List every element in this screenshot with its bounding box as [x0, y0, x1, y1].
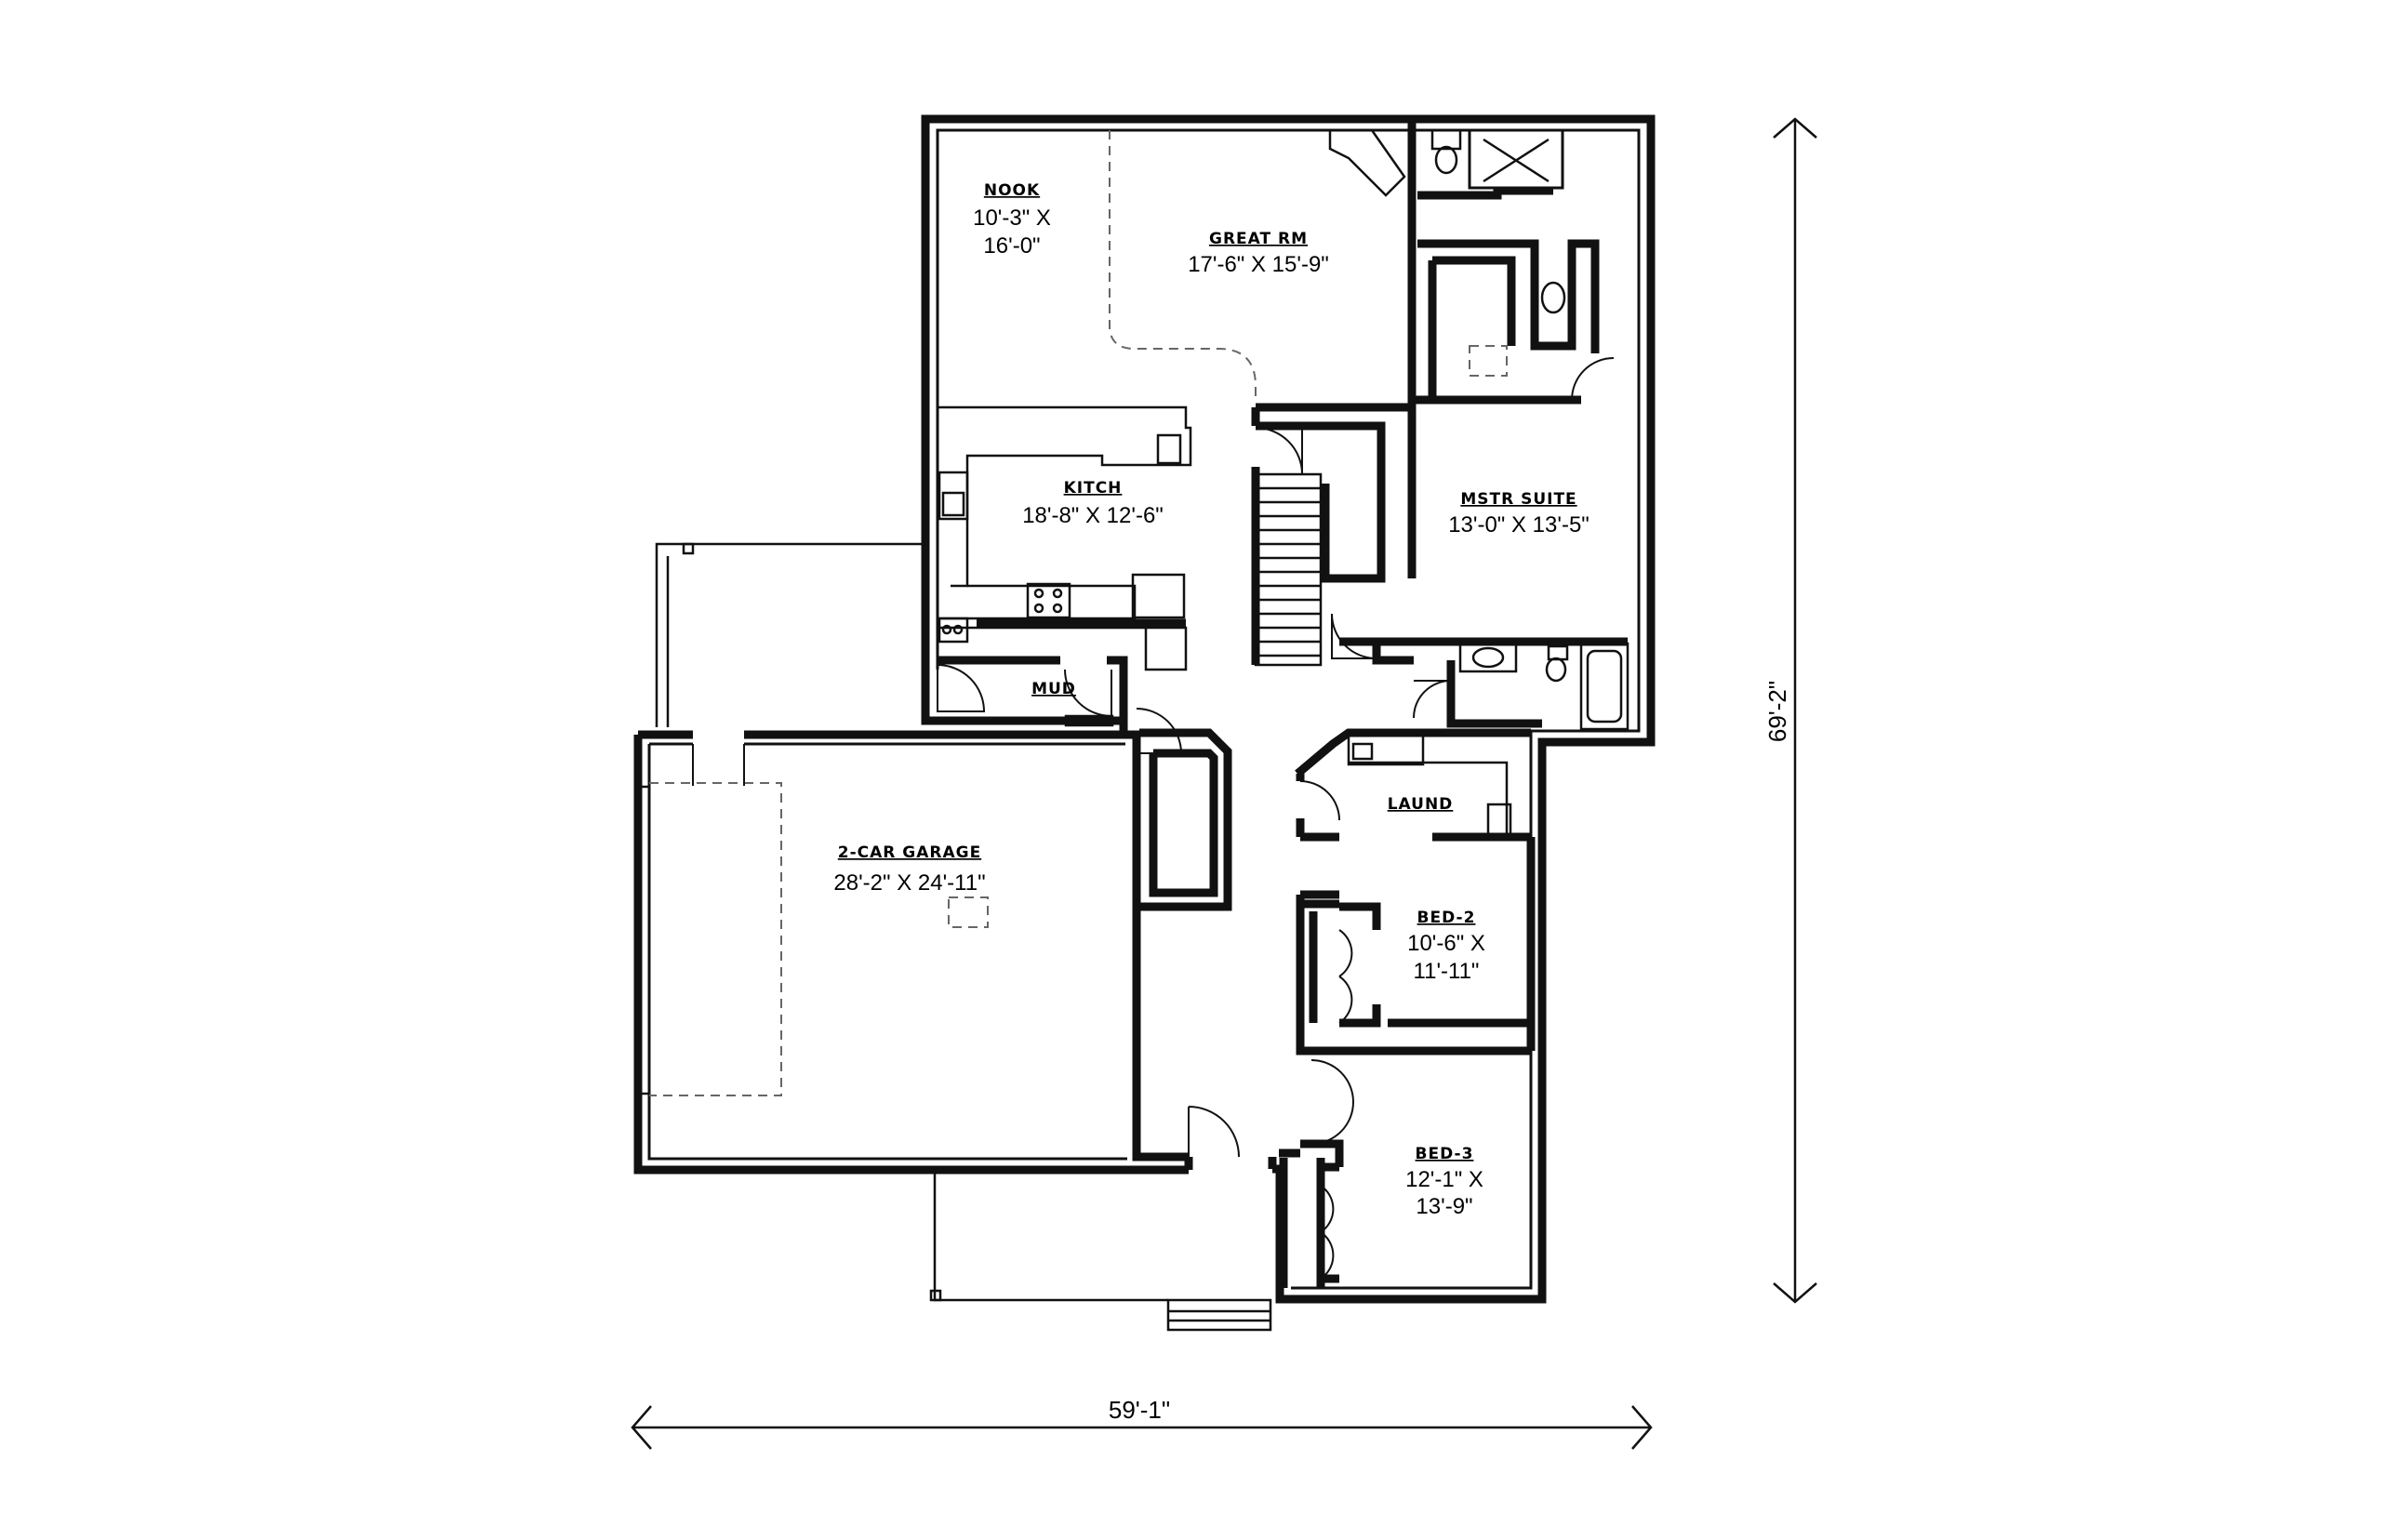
master-suite-dims: 13'-0" X 13'-5" — [1448, 512, 1590, 538]
overall-width-label: 59'-1" — [1109, 1396, 1170, 1424]
nook-dim-1: 10'-3" X — [973, 206, 1051, 231]
depth-arrow-bottom — [1773, 1282, 1817, 1304]
master-suite-name: MSTR SUITE — [1460, 490, 1576, 509]
bed-2-name: BED-2 — [1417, 909, 1476, 927]
kitchen-name: KITCH — [1064, 479, 1123, 498]
bed-3-dim-1: 12'-1" X — [1405, 1167, 1483, 1192]
bed-3-dim-2: 13'-9" — [1416, 1194, 1472, 1219]
garage-name: 2-CAR GARAGE — [838, 843, 981, 862]
windows — [634, 115, 1655, 1303]
dashed-lines — [649, 130, 1508, 1096]
kitchen-dims: 18'-8" X 12'-6" — [1022, 503, 1164, 528]
bed-3-name: BED-3 — [1416, 1145, 1474, 1163]
overall-dimensions: 59'-1" 69'-2" — [631, 117, 1817, 1450]
garage-dims: 28'-2" X 24'-11" — [833, 870, 985, 896]
nook-name: NOOK — [984, 181, 1040, 200]
great-room-dims: 17'-6" X 15'-9" — [1188, 252, 1329, 277]
width-arrow-left — [631, 1405, 652, 1450]
bed-2-dim-1: 10'-6" X — [1407, 931, 1485, 956]
overall-depth-label: 69'-2" — [1763, 681, 1791, 742]
fixtures — [1328, 128, 1569, 683]
mud-name: MUD — [1031, 680, 1076, 698]
nook-dim-2: 16'-0" — [983, 233, 1040, 259]
great-room-name: GREAT RM — [1209, 230, 1308, 248]
depth-arrow-top — [1773, 117, 1817, 139]
bed-2-dim-2: 11'-11" — [1414, 959, 1480, 984]
interior-walls — [938, 119, 1629, 1288]
laundry-name: LAUND — [1388, 795, 1454, 814]
room-labels: NOOK 10'-3" X 16'-0" GREAT RM 17'-6" X 1… — [833, 181, 1589, 1219]
width-arrow-right — [1631, 1405, 1653, 1450]
doors — [692, 357, 1615, 1280]
